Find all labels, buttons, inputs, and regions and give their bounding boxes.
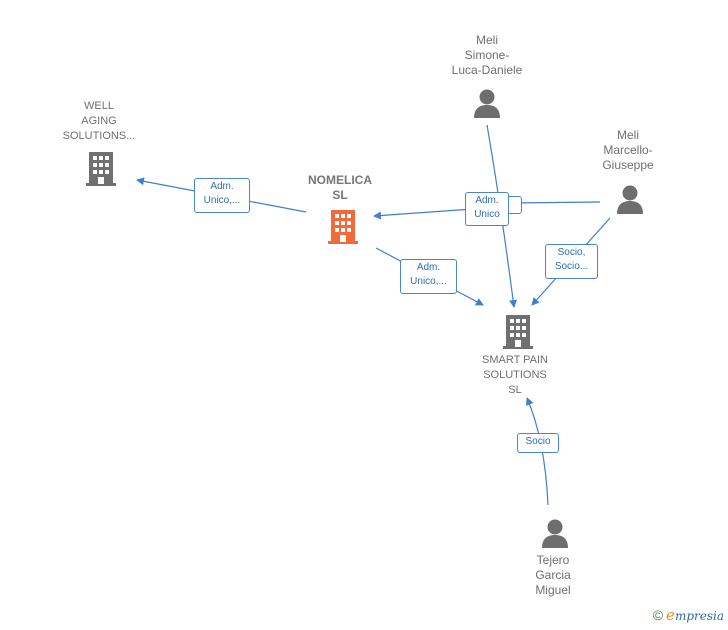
edge-label-nomelica-to-smart-pain[interactable]: Adm. Unico,... (400, 259, 457, 294)
edge-marcello-to-nomelica (509, 201, 601, 204)
person-icon[interactable] (616, 184, 644, 214)
company-building-icon[interactable] (85, 152, 117, 186)
edge-label-tejero-to-smart-pain[interactable]: Socio (517, 433, 559, 453)
edge-label-nomelica-to-well-aging[interactable]: Adm. Unico,... (194, 178, 250, 213)
person-icon[interactable] (541, 518, 569, 548)
node-label-nomelica[interactable]: NOMELICA SL (308, 173, 372, 202)
copyright-symbol: © (652, 607, 664, 623)
empresia-logo: empresia (666, 606, 724, 624)
company-building-icon[interactable] (502, 315, 534, 349)
edge-label-simone-to-nomelica[interactable]: Adm. Unico (465, 192, 509, 226)
empresia-watermark: ©empresia (653, 606, 724, 624)
node-label-tejero[interactable]: Tejero Garcia Miguel (535, 553, 571, 597)
edge-label-marcello-to-smart-pain[interactable]: Socio, Socio... (545, 244, 598, 279)
node-label-meli-marcello[interactable]: Meli Marcello- Giuseppe (602, 128, 654, 172)
node-label-smart-pain[interactable]: SMART PAIN SOLUTIONS SL (481, 354, 549, 396)
node-label-meli-simone[interactable]: Meli Simone- Luca-Daniele (451, 33, 523, 77)
person-icon[interactable] (473, 88, 501, 118)
focus-company-building-icon[interactable] (327, 210, 359, 244)
node-label-well-aging[interactable]: WELL AGING SOLUTIONS... (62, 100, 136, 142)
